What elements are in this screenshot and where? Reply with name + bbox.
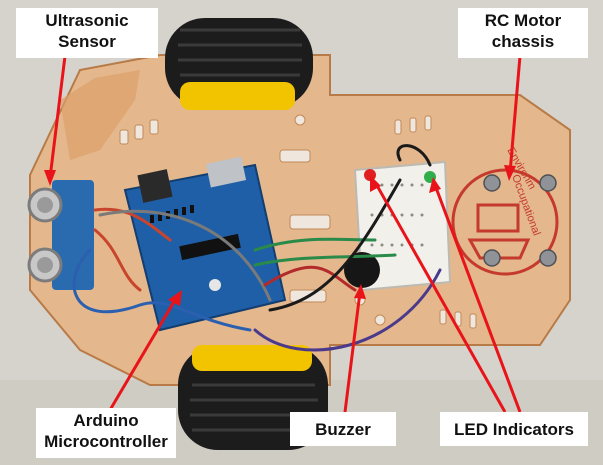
label-arduino-line1: Arduino (73, 411, 139, 430)
label-ultrasonic-line2: Sensor (58, 32, 116, 51)
breadboard (353, 160, 452, 292)
label-rc-line1: RC Motor (484, 11, 562, 30)
label-led-indicators: LED Indicators (440, 412, 588, 446)
label-rc-line2: chassis (491, 32, 555, 51)
label-ultrasonic-line1: Ultrasonic (45, 11, 129, 30)
annotation-arrows (44, 55, 522, 413)
ultrasonic-sensor (27, 180, 94, 290)
chassis-front (60, 70, 140, 160)
label-buzzer: Buzzer (290, 412, 396, 446)
label-led-text: LED Indicators (454, 420, 574, 439)
label-arduino-microcontroller: Arduino Microcontroller (36, 408, 176, 458)
label-buzzer-text: Buzzer (315, 420, 371, 439)
screws (483, 174, 557, 267)
wires (72, 144, 442, 352)
label-rc-motor-chassis: RC Motor chassis (458, 8, 588, 58)
chassis-slots (119, 114, 477, 329)
top-wheel (165, 18, 313, 110)
label-arduino-line2: Microcontroller (44, 432, 168, 451)
buzzer (344, 252, 380, 288)
label-ultrasonic-sensor: Ultrasonic Sensor (16, 8, 158, 58)
